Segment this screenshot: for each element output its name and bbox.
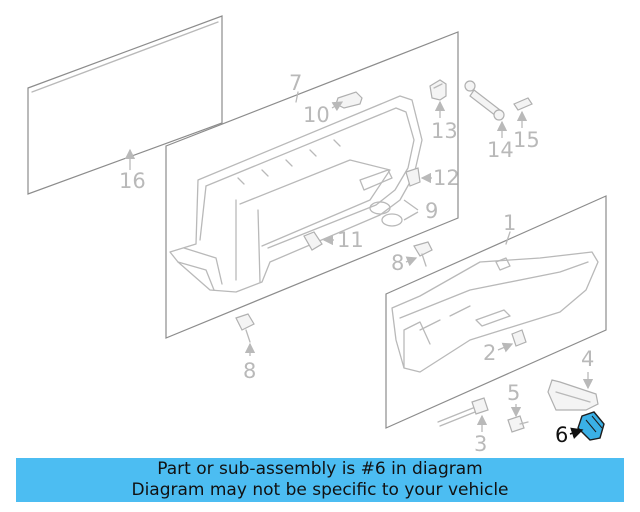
leader-2	[497, 342, 514, 353]
part-6-highlighted	[577, 411, 605, 441]
leader-9	[403, 199, 419, 221]
part-15-pin	[513, 97, 533, 111]
leader-6	[569, 427, 584, 440]
part-2-screw	[511, 329, 527, 347]
callout-3: 3	[474, 432, 487, 456]
part-5-screw	[507, 415, 529, 433]
banner-line-2: Diagram may not be specific to your vehi…	[131, 480, 509, 500]
part-8-bolt-upper	[413, 241, 433, 267]
callout-8-lower: 8	[243, 359, 256, 383]
part-14-strut	[464, 80, 505, 121]
part-11-screw	[303, 231, 323, 251]
callout-8-upper: 8	[391, 251, 404, 275]
banner-line-1: Part or sub-assembly is #6 in diagram	[157, 459, 483, 479]
leader-8-upper	[405, 256, 418, 267]
callout-13: 13	[431, 119, 458, 143]
glove-box-door	[391, 251, 599, 373]
callout-1: 1	[503, 211, 516, 235]
part-13-bracket	[429, 79, 447, 101]
part-3-bolt	[437, 397, 489, 427]
callout-15: 15	[513, 128, 540, 152]
glove-box-housing	[169, 95, 423, 293]
leader-7	[295, 91, 299, 103]
callout-10: 10	[303, 103, 330, 127]
callout-7: 7	[289, 71, 302, 95]
leader-1	[505, 231, 511, 245]
callout-14: 14	[487, 138, 514, 162]
parts-diagram: 16 7 10 13 14 15 12	[27, 15, 607, 456]
callout-12: 12	[433, 166, 460, 190]
part-16-panel	[27, 15, 223, 195]
leader-10	[331, 101, 344, 112]
callout-5: 5	[507, 381, 520, 405]
part-1-frame	[385, 195, 607, 429]
callout-11: 11	[337, 228, 364, 252]
part-12-clip	[405, 167, 421, 187]
callout-4: 4	[581, 347, 594, 371]
part-8-bolt-lower	[235, 313, 255, 343]
part-7-frame	[165, 31, 459, 339]
callout-16: 16	[119, 169, 146, 193]
part-9-rings	[369, 201, 403, 227]
callout-6: 6	[555, 423, 568, 447]
callout-2: 2	[483, 341, 496, 365]
info-banner: Part or sub-assembly is #6 in diagram Di…	[16, 458, 624, 502]
callout-9: 9	[425, 199, 438, 223]
part-4-latch	[547, 379, 599, 411]
